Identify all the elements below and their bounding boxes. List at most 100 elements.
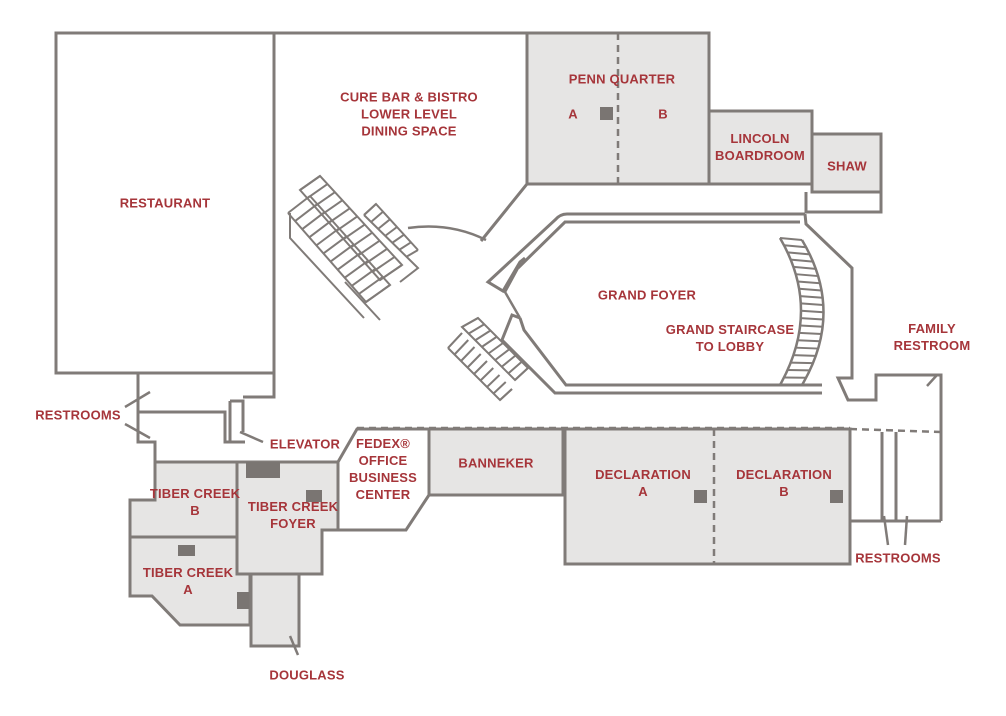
shaw-label: SHAW: [827, 158, 867, 174]
stair-tread: [468, 323, 485, 335]
penn-marker: [600, 107, 613, 120]
shaw-room[interactable]: [810, 132, 883, 194]
stair-tread: [306, 183, 329, 200]
cure-bar-stairs[interactable]: [287, 174, 420, 321]
stair-tread: [501, 354, 517, 368]
tiber-foyer-marker-top: [246, 462, 280, 478]
tiber-creek-a-label: TIBER CREEK A: [142, 565, 234, 597]
tiber-creek-b-label: TIBER CREEK B: [149, 486, 241, 518]
stair-tread: [487, 342, 504, 355]
grand-foyer-label: GRAND FOYER: [597, 287, 697, 303]
fedex-label: FEDEX® OFFICE BUSINESS CENTER: [348, 436, 418, 502]
stair-tread: [343, 223, 366, 240]
douglass-pointer: [288, 635, 300, 656]
stair-tread: [797, 280, 821, 285]
restrooms-left-label: RESTROOMS: [35, 407, 121, 423]
stair-tread: [499, 388, 513, 401]
stair-tread: [473, 360, 488, 375]
grand-foyer-lower-wall: [500, 313, 822, 395]
family-restroom-label: FAMILY RESTROOM: [893, 321, 971, 353]
stair-tread: [797, 339, 821, 343]
stair-tread: [313, 191, 336, 208]
foyer-stairs[interactable]: [447, 316, 530, 402]
stair-tread: [800, 302, 824, 306]
stair-tread: [287, 195, 311, 214]
declaration-a-marker: [694, 490, 707, 503]
stair-tread: [398, 241, 412, 251]
stair-tread: [466, 353, 482, 369]
stair-tread: [800, 295, 823, 299]
douglass-room[interactable]: [249, 572, 301, 648]
stair-tread: [779, 237, 803, 241]
foyer-island: [503, 267, 522, 319]
lincoln-label: LINCOLN BOARDROOM: [715, 131, 805, 163]
elevator-shaft: [228, 399, 245, 442]
restrooms-left-pointer-b: [124, 422, 151, 440]
stair-tread: [337, 251, 362, 271]
curved-wall: [407, 225, 487, 242]
stair-tread: [294, 203, 318, 222]
stair-tread: [384, 226, 398, 237]
stair-tread: [335, 215, 358, 232]
declaration-a-label: DECLARATION A: [595, 467, 691, 499]
tiber-a-door-marker: [237, 592, 250, 609]
stair-tread: [372, 256, 396, 273]
stair-tread: [793, 265, 816, 270]
stair-tread: [479, 367, 494, 382]
shaw-corridor-wall: [804, 192, 883, 214]
stair-tread: [461, 317, 479, 328]
stair-tread: [800, 317, 824, 321]
grand-staircase[interactable]: [778, 237, 825, 386]
banneker-label: BANNEKER: [458, 455, 534, 471]
banneker-room[interactable]: [427, 427, 565, 497]
stair-tread: [391, 233, 405, 244]
restrooms-left-pointer-a: [124, 390, 151, 409]
stair-tread: [301, 211, 326, 230]
stair-tread: [783, 244, 807, 249]
grand-staircase-label: GRAND STAIRCASE TO LOBBY: [665, 322, 795, 354]
restrooms-right-label: RESTROOMS: [855, 550, 941, 566]
stair-tread: [358, 276, 384, 295]
stair-tread: [793, 354, 816, 357]
tiber-foyer-marker: [306, 490, 322, 502]
stair-tread: [799, 331, 822, 336]
stair-tread: [800, 324, 823, 328]
restrooms-left-area: [136, 371, 276, 462]
grand-foyer-inner: [516, 220, 822, 387]
grand-foyer-outer: [485, 212, 943, 521]
stair-tread: [329, 243, 355, 263]
stair-tread: [321, 199, 343, 216]
stair-tread: [474, 329, 492, 342]
stair-tread: [800, 309, 824, 314]
stair-tread: [299, 175, 321, 191]
cure-bar-label: CURE BAR & BISTRO LOWER LEVEL DINING SPA…: [340, 89, 478, 139]
stair-tread: [799, 287, 822, 292]
stair-tread: [315, 227, 340, 247]
stair-tread: [790, 258, 814, 263]
stair-tread: [447, 332, 463, 349]
family-restroom-pointer: [926, 374, 938, 387]
stair-tread: [351, 268, 377, 287]
stair-tread: [308, 219, 333, 239]
stair-tread: [363, 203, 377, 216]
stair-tread: [344, 259, 369, 279]
restaurant-label: RESTAURANT: [119, 195, 211, 211]
stair-tread: [365, 284, 391, 303]
douglass-label: DOUGLASS: [269, 667, 345, 683]
restrooms-right-area: [848, 429, 941, 523]
declaration-b-label: DECLARATION B: [736, 467, 832, 499]
stair-tread: [486, 374, 501, 388]
stair-tread: [379, 264, 403, 281]
tiber-a-marker: [178, 545, 195, 556]
stair-tread: [350, 231, 373, 249]
stair-tread: [787, 251, 810, 256]
restaurant-room[interactable]: [54, 31, 276, 375]
stair-tread: [481, 335, 498, 348]
stair-tread: [790, 361, 813, 365]
stair-tread: [795, 273, 819, 278]
stair-tread: [364, 247, 388, 265]
stair-tread: [492, 381, 507, 395]
stair-tread: [322, 235, 347, 255]
declaration-b-marker: [830, 490, 843, 503]
